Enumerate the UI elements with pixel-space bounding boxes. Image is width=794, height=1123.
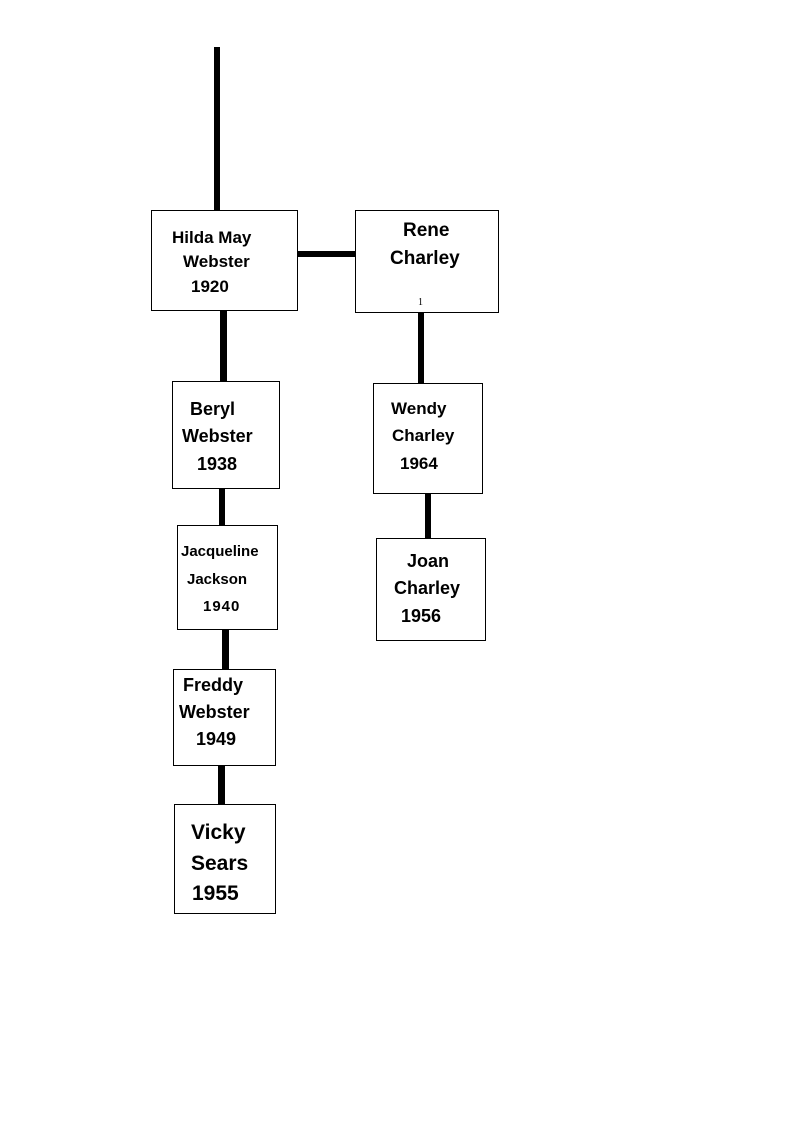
person-name-last: Webster [182,426,253,446]
person-name-last: Charley [394,578,461,598]
connector-line-jacqueline-freddy [222,629,229,670]
person-name-first: Freddy [183,675,244,695]
person-box-wendy: Wendy Charley 1964 [373,383,483,494]
connector-line-beryl-jacqueline [219,488,225,526]
person-box-freddy: Freddy Webster 1949 [173,669,276,766]
person-box-jacqueline: Jacqueline Jackson 1940 [177,525,278,630]
person-name-last: Jackson [187,571,248,588]
person-name-last: Webster [179,702,250,722]
person-year: 1938 [197,454,238,474]
person-name-last: Webster [183,252,250,271]
connector-line-hilda-rene [298,251,355,257]
person-box-beryl: Beryl Webster 1938 [172,381,280,489]
person-year: 1964 [400,454,438,473]
person-name-first: Jacqueline [181,543,259,560]
person-box-joan: Joan Charley 1956 [376,538,486,641]
person-name-last: Sears [191,852,249,875]
person-name-first: Joan [407,551,450,571]
connector-line-top [214,47,220,211]
person-year: 1955 [192,882,239,905]
connector-line-hilda-beryl [220,310,227,382]
connector-line-wendy-joan [425,493,431,539]
person-name-first: Vicky [191,821,246,844]
person-box-rene: Rene Charley 1 [355,210,499,313]
person-year: 1920 [191,277,229,296]
person-name-first: Wendy [391,399,447,418]
person-name-first: Hilda May [172,228,252,247]
small-mark: 1 [418,297,423,308]
person-name-first: Rene [403,220,450,241]
person-box-vicky: Vicky Sears 1955 [174,804,276,914]
person-year: 1940 [203,598,241,615]
person-name-last: Charley [390,248,460,269]
person-box-hilda: Hilda May Webster 1920 [151,210,298,311]
person-name-last: Charley [392,426,455,445]
person-name-first: Beryl [190,399,236,419]
connector-line-rene-wendy [418,312,424,383]
person-year: 1956 [401,606,442,626]
connector-line-freddy-vicky [218,765,225,805]
person-year: 1949 [196,729,237,749]
